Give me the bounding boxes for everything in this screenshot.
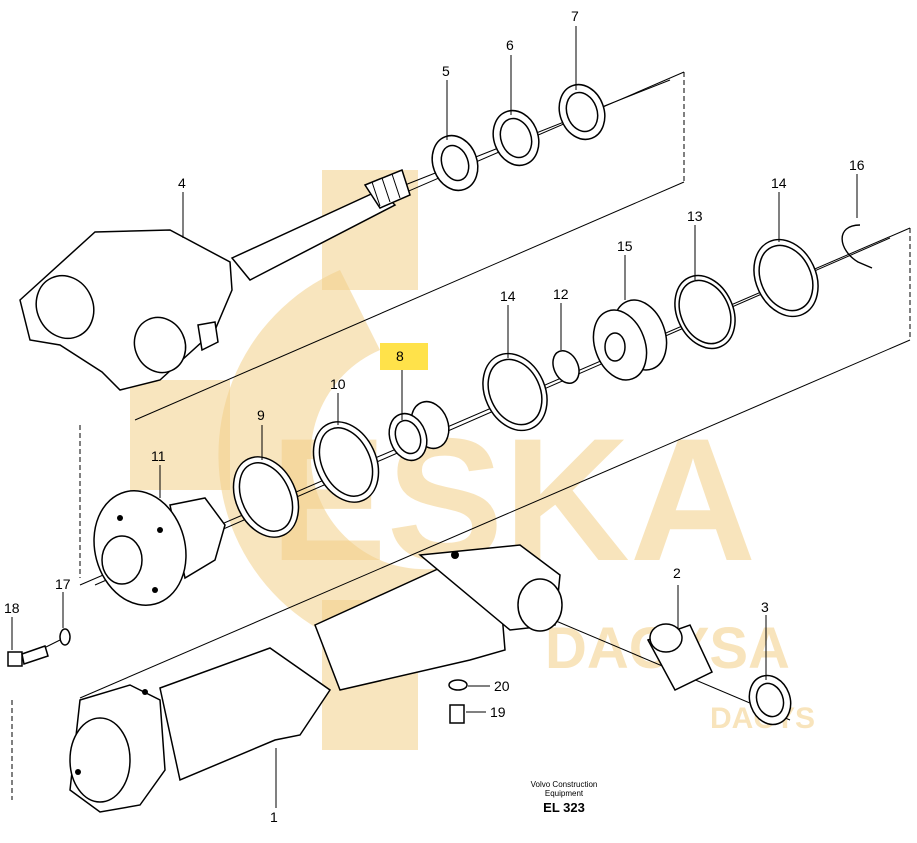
maker-line-2: Equipment <box>545 789 584 798</box>
part-11-cylinder-head <box>93 490 226 606</box>
part-labels: 1 2 3 4 5 6 7 8 9 10 11 12 13 14 14 15 1… <box>4 8 865 825</box>
label-part-11: 11 <box>151 448 166 464</box>
label-part-8: 8 <box>396 348 404 364</box>
highlight-marker <box>380 343 428 370</box>
label-part-19: 19 <box>490 704 506 720</box>
label-part-18: 18 <box>4 600 20 616</box>
part-15-piston <box>592 299 668 381</box>
maker-line-1: Volvo Construction <box>531 780 598 789</box>
label-part-13: 13 <box>687 208 703 224</box>
label-part-5: 5 <box>442 63 450 79</box>
part-10-o-ring <box>312 421 380 503</box>
label-part-1: 1 <box>270 809 278 825</box>
part-16-lock-ring <box>841 224 873 269</box>
part-14-piston-ring-left <box>482 352 548 432</box>
label-part-6: 6 <box>506 37 514 53</box>
label-part-2: 2 <box>673 565 681 581</box>
figure-footer: Volvo Construction Equipment EL 323 <box>531 780 598 815</box>
part-12-small-o-ring <box>552 350 580 384</box>
label-part-14-right: 14 <box>771 175 787 191</box>
label-part-12: 12 <box>553 286 569 302</box>
part-9-o-ring <box>232 456 300 538</box>
part-5-seal <box>431 134 479 192</box>
part-1-cylinder-tube <box>69 544 563 813</box>
label-part-10: 10 <box>330 376 346 392</box>
label-part-20: 20 <box>494 678 510 694</box>
label-part-17: 17 <box>55 576 71 592</box>
label-part-3: 3 <box>761 599 769 615</box>
part-14-piston-ring-right <box>753 238 819 318</box>
part-13-o-ring <box>674 274 736 350</box>
label-part-9: 9 <box>257 407 265 423</box>
part-19-plug <box>449 704 465 724</box>
label-part-16: 16 <box>849 157 865 173</box>
part-6-seal <box>492 109 540 167</box>
part-3-seal <box>748 674 792 726</box>
figure-code: EL 323 <box>543 800 585 815</box>
part-17-washer <box>59 628 71 646</box>
part-18-bolt <box>7 645 49 667</box>
label-part-14-left: 14 <box>500 288 516 304</box>
part-2-bushing <box>646 623 713 691</box>
part-4-piston-rod <box>19 169 411 391</box>
part-20-washer <box>448 679 468 691</box>
part-8-guide-ring <box>388 400 450 462</box>
label-part-15: 15 <box>617 238 633 254</box>
label-part-4: 4 <box>178 175 186 191</box>
leader-lines <box>11 26 858 808</box>
part-7-seal <box>558 83 606 141</box>
label-part-7: 7 <box>571 8 579 24</box>
